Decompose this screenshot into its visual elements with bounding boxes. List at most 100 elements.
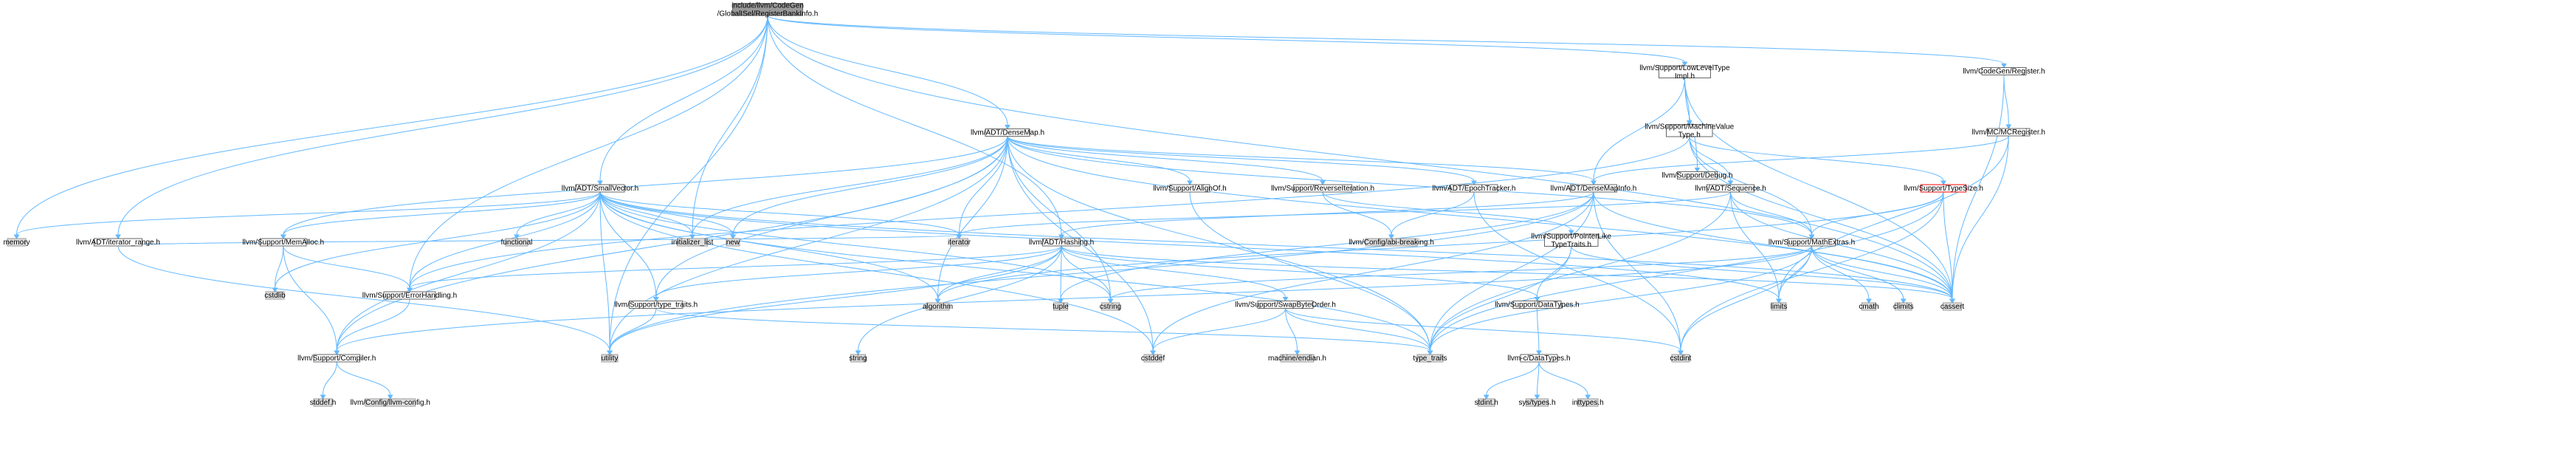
- node-cdatatypes[interactable]: llvm-c/DataTypes.h: [1507, 354, 1571, 363]
- edge-epoch-to-abibreak: [1388, 191, 1475, 239]
- node-typetraitsh[interactable]: llvm/Support/type_traits.h: [614, 301, 698, 309]
- node-typesize[interactable]: llvm/Support/TypeSize.h: [1904, 184, 1983, 193]
- edge-densemap-to-alignof: [1007, 136, 1193, 185]
- edge-cgreg-to-mcreg: [2003, 75, 2012, 129]
- node-tuple: tuple: [1053, 302, 1069, 311]
- edge-swapbyte-to-typetraits: [1285, 308, 1433, 355]
- edge-hashing-to-typetraitsh: [652, 245, 1062, 302]
- node-cstdint: cstdint: [1670, 354, 1692, 363]
- node-label: Type.h: [1678, 131, 1701, 139]
- node-label: climits: [1893, 303, 1914, 311]
- edge-mathextras-to-cassert: [1811, 245, 1955, 304]
- node-label: llvm/MC/MCRegister.h: [1972, 129, 2045, 137]
- node-limits: limits: [1771, 302, 1787, 311]
- edge-smallvec-to-memory: [13, 191, 601, 239]
- node-root[interactable]: include/llvm/CodeGen/GlobalISel/Register…: [717, 1, 819, 18]
- node-cmath: cmath: [1859, 302, 1879, 311]
- edge-dmi-to-hashing: [1058, 191, 1594, 239]
- node-epoch[interactable]: llvm/ADT/EpochTracker.h: [1433, 184, 1516, 193]
- edge-root-to-iterrange: [115, 15, 768, 239]
- node-compiler[interactable]: llvm/Support/Compiler.h: [297, 354, 376, 363]
- edge-mathextras-to-compiler: [334, 245, 1812, 355]
- node-iterrange[interactable]: llvm/ADT/iterator_range.h: [76, 238, 160, 247]
- edge-smallvec-to-memalloc: [280, 191, 601, 239]
- edge-mcreg-to-dmi: [1591, 135, 2009, 185]
- edge-mvt-to-sequence: [1689, 136, 1734, 185]
- node-sequence[interactable]: llvm/ADT/Sequence.h: [1695, 184, 1766, 193]
- edge-hashing-to-string: [855, 245, 1062, 355]
- node-label: string: [849, 355, 867, 363]
- edge-densemap-to-typetraitsh: [652, 136, 1008, 302]
- node-label: include/llvm/CodeGen: [731, 1, 804, 10]
- node-hashing[interactable]: llvm/ADT/Hashing.h: [1029, 238, 1094, 247]
- node-label: llvm/Support/ErrorHandling.h: [362, 292, 457, 300]
- node-llvmconfig: llvm/Config/llvm-config.h: [351, 398, 430, 407]
- node-label: functional: [501, 239, 533, 247]
- edge-cdatatypes-to-stdint: [1483, 361, 1540, 400]
- node-label: llvm/Config/llvm-config.h: [351, 399, 430, 407]
- node-dmi[interactable]: llvm/ADT/DenseMapInfo.h: [1551, 184, 1637, 193]
- edge-lltimpl-to-mvt: [1684, 78, 1692, 126]
- edge-memalloc-to-compiler: [283, 245, 340, 355]
- edge-root-to-densemap: [767, 15, 1010, 130]
- node-densemap[interactable]: llvm/ADT/DenseMap.h: [971, 129, 1044, 137]
- edge-smallvec-to-new: [599, 191, 736, 239]
- node-label: llvm/ADT/iterator_range.h: [76, 239, 160, 247]
- node-memory: memory: [3, 238, 30, 247]
- node-datatypes[interactable]: llvm/Support/DataTypes.h: [1495, 301, 1580, 309]
- edge-densemap-to-algorithm: [934, 136, 1008, 304]
- node-alignof[interactable]: llvm/Support/AlignOf.h: [1153, 184, 1227, 193]
- node-functional: functional: [501, 238, 533, 247]
- node-label: llvm/Support/PointerLike: [1532, 233, 1612, 241]
- edge-typesize-to-cstdint: [1678, 191, 1944, 355]
- node-debug[interactable]: llvm/Support/Debug.h: [1661, 171, 1733, 180]
- node-label: machine/endian.h: [1268, 355, 1326, 363]
- node-reviter[interactable]: llvm/Support/ReverseIteration.h: [1271, 184, 1374, 193]
- node-label: cmath: [1859, 303, 1878, 311]
- graph-edges: [13, 15, 2012, 400]
- node-label: algorithm: [923, 303, 953, 311]
- edge-mvt-to-errhandling: [407, 136, 1690, 292]
- node-mathextras[interactable]: llvm/Support/MathExtras.h: [1769, 238, 1855, 247]
- node-label: llvm/ADT/Hashing.h: [1029, 239, 1094, 247]
- node-swapbyte[interactable]: llvm/Support/SwapByteOrder.h: [1235, 301, 1336, 309]
- edge-root-to-lltimpl: [767, 15, 1688, 66]
- edge-typesize-to-mathextras: [1808, 191, 1944, 239]
- edge-swapbyte-to-cstdint: [1285, 308, 1684, 355]
- node-cgreg[interactable]: llvm/CodeGen/Register.h: [1963, 67, 2045, 76]
- edge-memalloc-to-errhandling: [283, 245, 413, 292]
- edge-compiler-to-llvmconfig: [336, 361, 393, 400]
- edge-cdatatypes-to-inttypes: [1538, 361, 1591, 400]
- edge-reviter-to-ptrlike: [1322, 191, 1574, 235]
- edge-iterrange-to-utility: [117, 245, 613, 355]
- node-climits: climits: [1893, 302, 1914, 311]
- edge-cdatatypes-to-systypes: [1534, 361, 1540, 400]
- node-label: /GlobalISel/RegisterBankInfo.h: [717, 10, 819, 18]
- node-label: stdint.h: [1475, 399, 1498, 407]
- node-string: string: [849, 354, 867, 363]
- edge-swapbyte-to-cstddef: [1150, 308, 1286, 355]
- node-label: llvm/Support/DataTypes.h: [1495, 301, 1580, 309]
- node-endian: machine/endian.h: [1268, 354, 1326, 363]
- node-label: llvm/Support/MachineValue: [1645, 123, 1734, 131]
- node-label: new: [726, 239, 740, 247]
- edge-memalloc-to-cstdlib: [272, 245, 284, 292]
- edge-mathextras-to-cstring: [1107, 245, 1812, 304]
- edge-densemap-to-memalloc: [280, 136, 1008, 239]
- node-smallvec[interactable]: llvm/ADT/SmallVector.h: [562, 184, 638, 193]
- node-label: llvm/Support/Compiler.h: [297, 355, 376, 363]
- node-label: llvm/ADT/DenseMap.h: [971, 129, 1044, 137]
- node-label: cstring: [1100, 303, 1121, 311]
- node-mcreg[interactable]: llvm/MC/MCRegister.h: [1972, 128, 2045, 137]
- edge-typetraitsh-to-utility: [607, 308, 657, 355]
- edge-sequence-to-limits: [1730, 191, 1782, 304]
- edge-mvt-to-typesize: [1689, 136, 1946, 185]
- node-label: memory: [3, 239, 30, 247]
- edge-densemap-to-epoch: [1007, 136, 1477, 185]
- node-memalloc[interactable]: llvm/Support/MemAlloc.h: [242, 238, 324, 247]
- node-errhandling[interactable]: llvm/Support/ErrorHandling.h: [362, 291, 457, 300]
- edge-iterrange-to-iterator: [117, 234, 962, 247]
